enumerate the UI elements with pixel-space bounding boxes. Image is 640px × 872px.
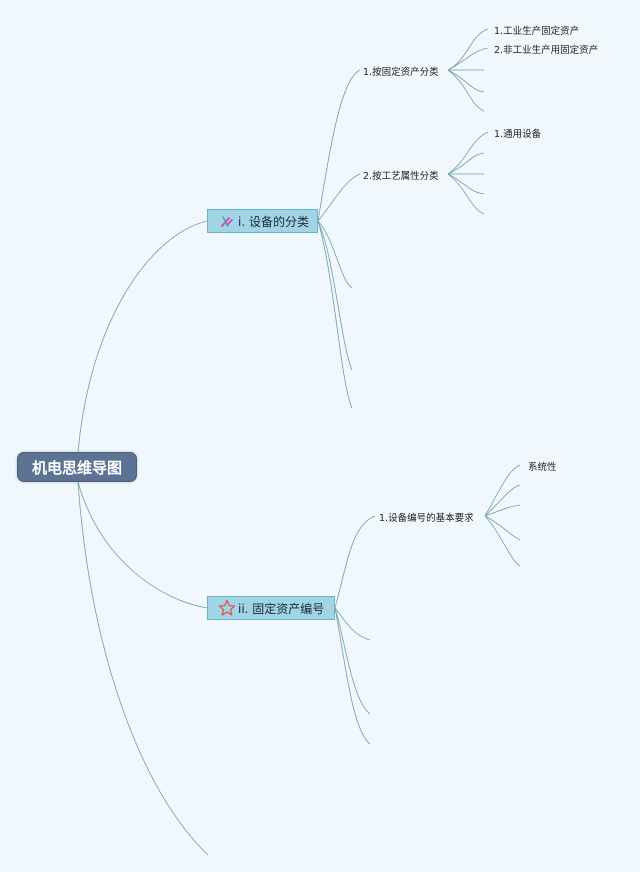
connector-b1-c2 xyxy=(317,173,361,222)
root-label: 机电思维导图 xyxy=(31,458,122,477)
connector-b1-e1 xyxy=(317,220,353,289)
connector-b2c1-e2 xyxy=(484,504,521,517)
connector-root-bottom xyxy=(77,481,209,856)
connector-c1-l2 xyxy=(447,47,489,71)
connector-b2c1-e1 xyxy=(484,484,521,517)
tools-icon xyxy=(218,212,236,230)
subnode-numbering-requirements[interactable]: 1.设备编号的基本要求 xyxy=(379,513,474,524)
connector-c2-e4 xyxy=(447,173,485,215)
connector-b2-c1 xyxy=(334,515,376,609)
subnode-by-fixed-asset[interactable]: 1.按固定资产分类 xyxy=(363,67,439,78)
leaf-non-industrial-fixed-asset[interactable]: 2.非工业生产用固定资产 xyxy=(494,45,599,56)
connector-b2c1-e4 xyxy=(484,515,521,567)
connector-b2-e3 xyxy=(334,607,371,745)
connector-c2-e3 xyxy=(447,173,485,195)
connector-c1-e2 xyxy=(447,69,485,93)
leaf-systematic[interactable]: 系统性 xyxy=(528,462,557,473)
branch-node-asset-numbering[interactable]: ii. 固定资产编号 xyxy=(207,596,335,620)
connector-b2-e2 xyxy=(334,607,371,715)
branch-label: i. 设备的分类 xyxy=(238,214,309,229)
connector-c2-l1 xyxy=(447,131,489,175)
branch-node-equipment-classification[interactable]: i. 设备的分类 xyxy=(207,209,318,233)
root-node[interactable]: 机电思维导图 xyxy=(17,452,137,482)
leaf-industrial-fixed-asset[interactable]: 1.工业生产固定资产 xyxy=(494,26,580,37)
connector-b1-e3 xyxy=(317,220,353,409)
connector-c1-l1 xyxy=(447,28,489,71)
branch-label: ii. 固定资产编号 xyxy=(238,601,325,616)
connector-b1-e2 xyxy=(317,220,353,371)
connector-b2-e1 xyxy=(334,607,371,641)
connector-b2c1-e3 xyxy=(484,515,521,541)
star-icon xyxy=(218,599,236,617)
connector-root-branch2 xyxy=(77,481,208,609)
connector-b2c1-l1 xyxy=(484,464,521,517)
connector-c1-e3 xyxy=(447,69,485,112)
connector-c2-e1 xyxy=(447,152,485,175)
connector-root-branch1 xyxy=(77,220,208,453)
connector-b1-c1 xyxy=(317,69,361,222)
leaf-general-equipment[interactable]: 1.通用设备 xyxy=(494,129,542,140)
subnode-by-process-attribute[interactable]: 2.按工艺属性分类 xyxy=(363,171,439,182)
